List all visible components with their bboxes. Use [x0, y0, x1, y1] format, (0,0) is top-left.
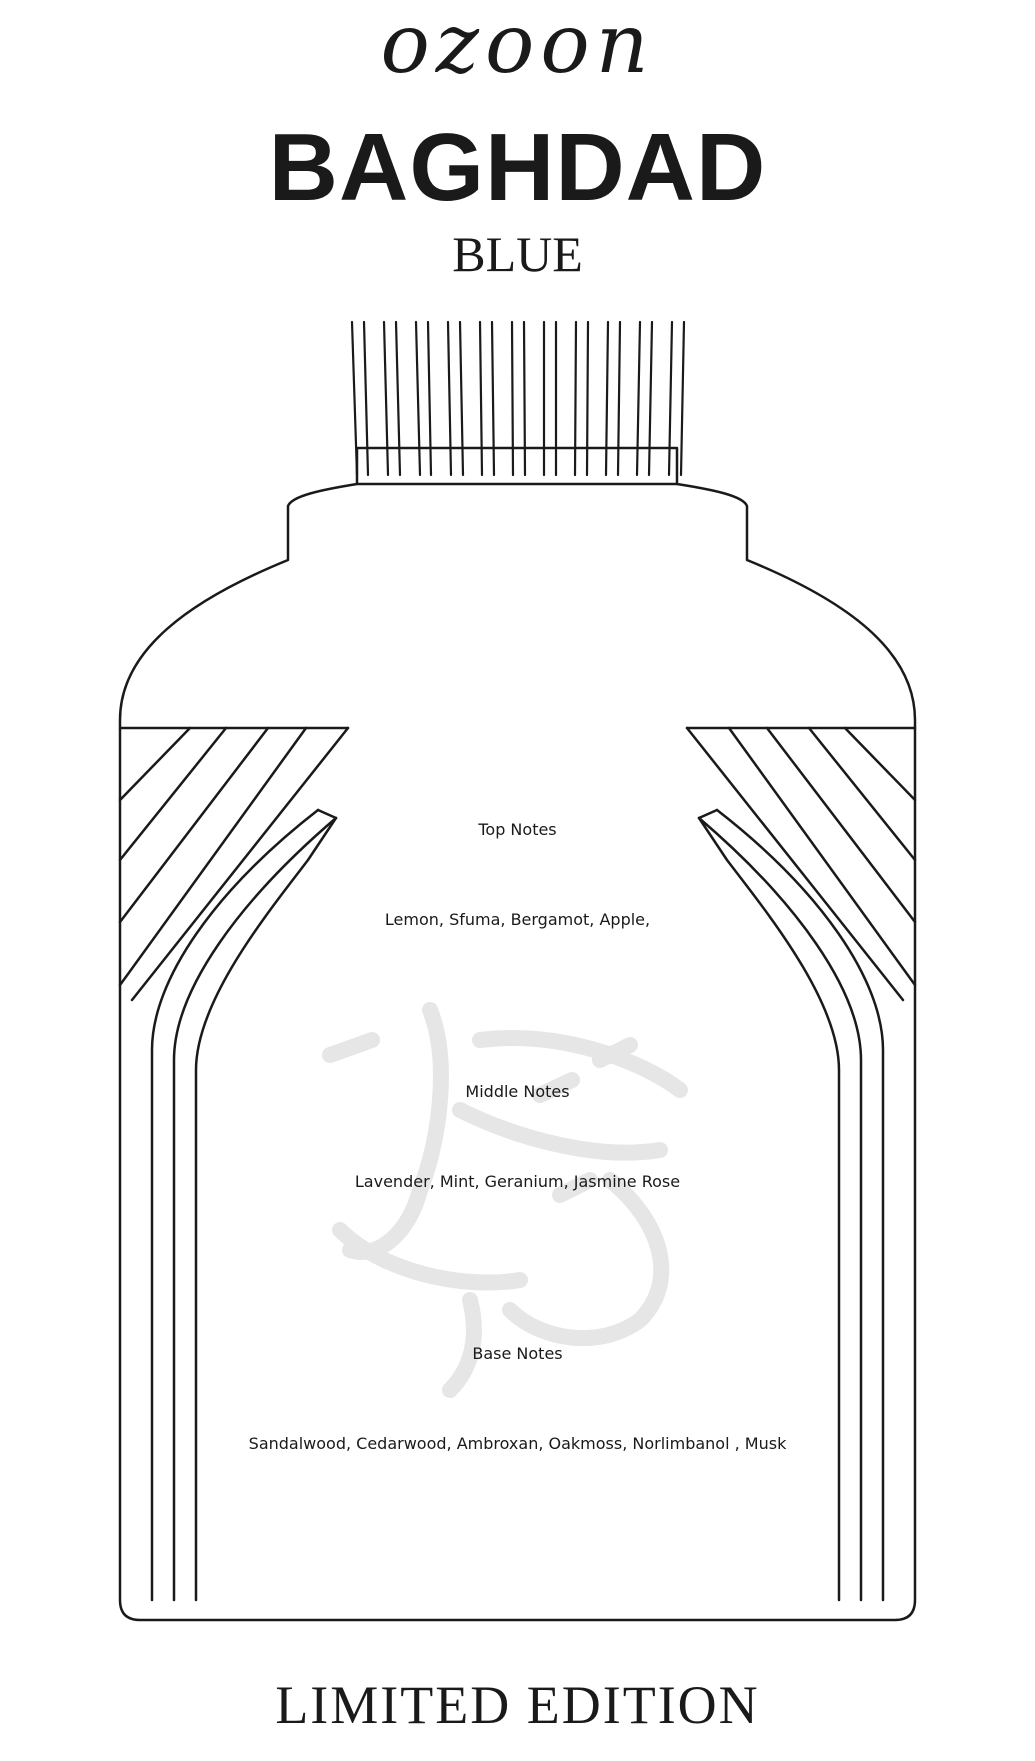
right-stripes [685, 726, 917, 1602]
left-stripes [118, 726, 350, 1602]
top-notes-list: Lemon, Sfuma, Bergamot, Apple, [384, 910, 651, 929]
base-notes-list: Sandalwood, Cedarwood, Ambroxan, Oakmoss… [248, 1434, 787, 1453]
arabic-calligraphy-watermark-icon [322, 1002, 688, 1398]
middle-notes-heading: Middle Notes [465, 1082, 570, 1101]
brand-name: ozoon [380, 0, 655, 92]
middle-notes-list: Lavender, Mint, Geranium, Jasmine Rose [354, 1172, 681, 1191]
base-notes-heading: Base Notes [472, 1344, 563, 1363]
product-title: BAGHDAD [268, 114, 767, 221]
bottle-body-outline [118, 482, 917, 1622]
top-notes-heading: Top Notes [478, 820, 557, 839]
variant-label: BLUE [452, 226, 583, 282]
edition-label: LIMITED EDITION [275, 1675, 760, 1735]
bottle-cap [350, 320, 686, 477]
